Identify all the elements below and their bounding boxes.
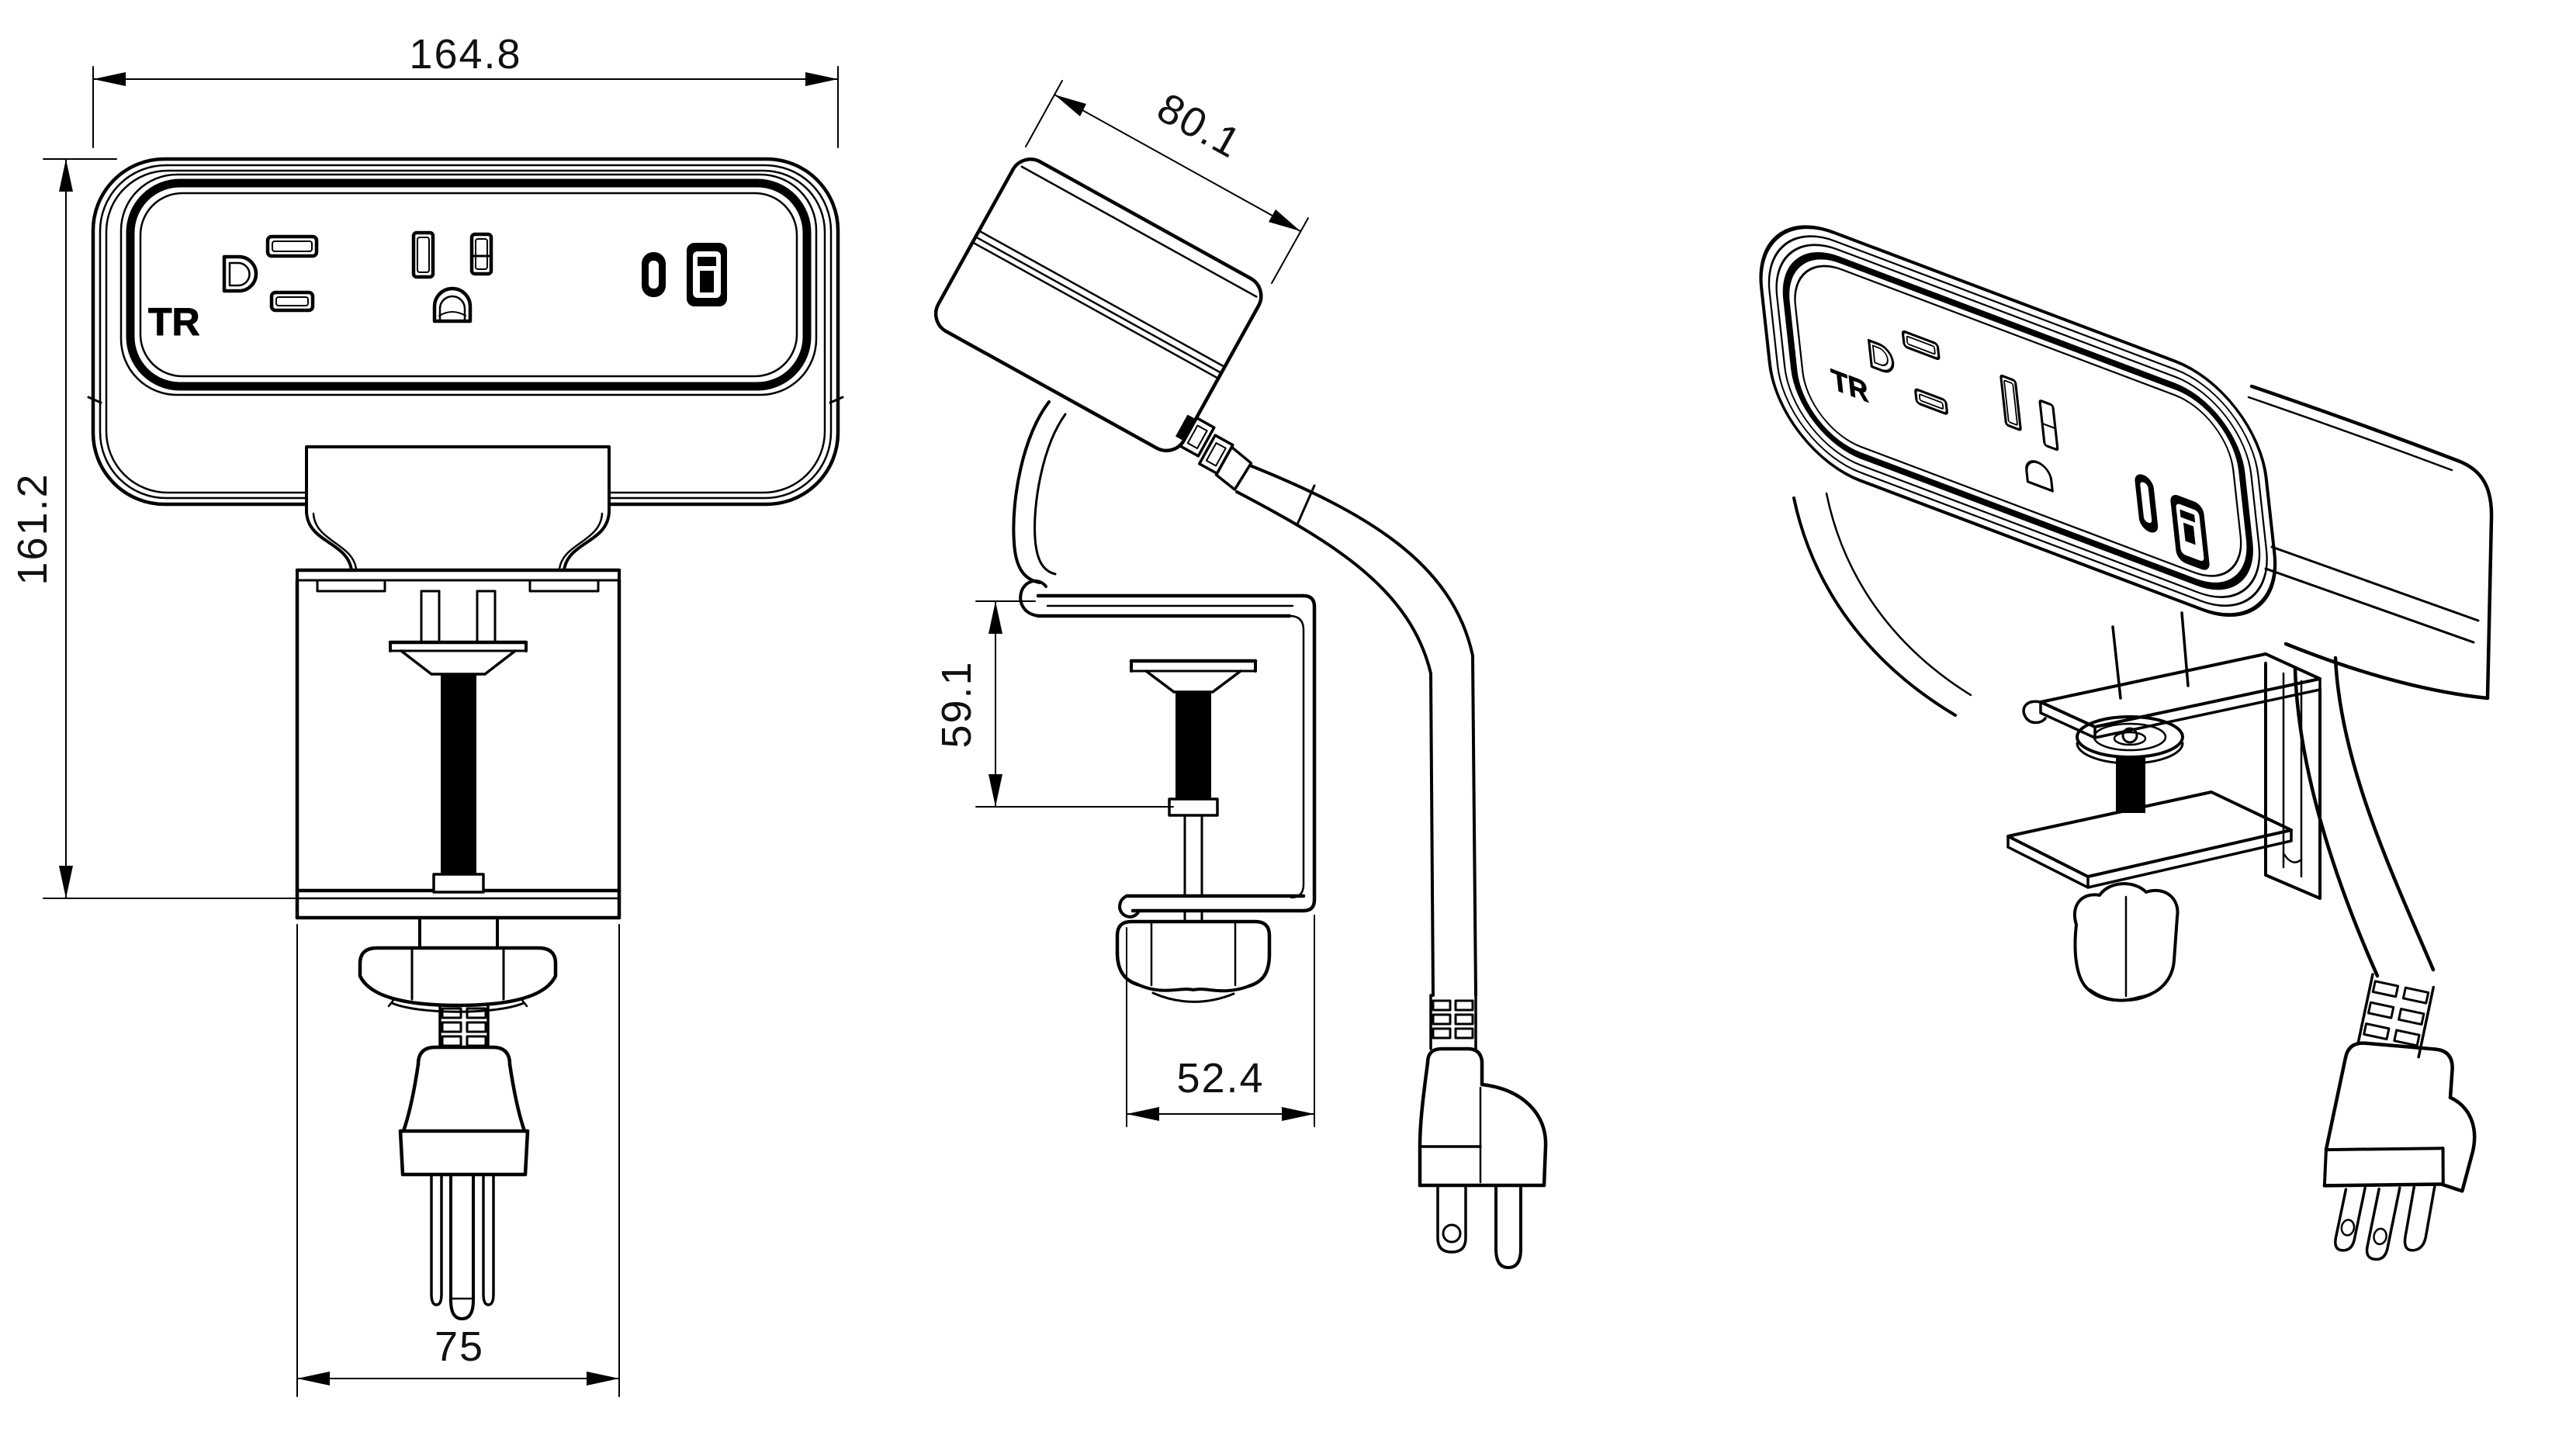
front-usb-a-port bbox=[687, 243, 727, 306]
iso-ac-outlet-center bbox=[2000, 374, 2059, 493]
plug-blade-icon bbox=[2365, 1186, 2401, 1261]
plug-ground-pin-icon bbox=[449, 1173, 475, 1320]
dim-label-side-clamp-opening: 59.1 bbox=[933, 660, 980, 748]
dim-arrow-icon bbox=[1127, 1107, 1159, 1121]
plug-ground-pin-icon bbox=[1494, 1184, 1522, 1269]
side-view: 80.1 59.1 52.4 bbox=[933, 80, 1548, 1269]
iso-faceplate: TR bbox=[1759, 225, 2277, 617]
dim-label-front-height: 161.2 bbox=[9, 472, 56, 585]
dim-arrow-icon bbox=[1269, 209, 1300, 231]
iso-clamp-screw bbox=[2076, 715, 2184, 813]
dim-side-depth: 80.1 bbox=[1025, 80, 1309, 284]
plug-ground-pin-icon bbox=[2403, 1185, 2436, 1252]
tr-marking-iso: TR bbox=[1830, 363, 1870, 410]
dim-front-width: 164.8 bbox=[92, 31, 839, 148]
plug-blade-icon bbox=[2334, 1186, 2367, 1252]
dim-arrow-icon bbox=[1054, 95, 1086, 116]
plug-blade-icon bbox=[482, 1173, 495, 1306]
parting-line bbox=[973, 230, 1224, 379]
side-power-cable bbox=[1235, 464, 1477, 997]
outlet-slot-icon bbox=[469, 232, 493, 276]
front-usb-c-port bbox=[642, 252, 666, 297]
dim-side-clamp-opening: 59.1 bbox=[933, 600, 1174, 808]
threaded-rod bbox=[1175, 692, 1211, 799]
iso-ac-outlet-left bbox=[1867, 330, 1948, 415]
outlet-slot-icon bbox=[265, 234, 319, 258]
tr-marking-front: TR bbox=[148, 300, 200, 344]
dim-arrow-icon bbox=[805, 72, 838, 86]
dim-arrow-icon bbox=[93, 72, 126, 86]
iso-box-body bbox=[1792, 384, 2494, 717]
dim-arrow-icon bbox=[59, 159, 73, 192]
ground-hole-icon bbox=[2025, 460, 2054, 493]
front-ac-outlet-left bbox=[222, 234, 319, 313]
iso-power-plug bbox=[2322, 1041, 2477, 1261]
dim-label-front-width: 164.8 bbox=[409, 31, 521, 78]
outlet-slot-icon bbox=[411, 230, 435, 279]
iso-usb-a-port bbox=[2170, 494, 2210, 570]
dim-side-clamp-depth: 52.4 bbox=[1126, 915, 1315, 1127]
front-view: TR bbox=[9, 31, 844, 1397]
side-clamp bbox=[1019, 579, 1317, 918]
ground-hole-icon bbox=[222, 254, 258, 293]
isometric-view: TR bbox=[1759, 225, 2494, 1261]
iso-clamp bbox=[2006, 652, 2322, 900]
threaded-rod bbox=[441, 674, 476, 874]
dim-arrow-icon bbox=[587, 1372, 619, 1385]
ground-hole-icon bbox=[1867, 338, 1895, 373]
dim-front-height: 161.2 bbox=[9, 158, 305, 899]
threaded-rod bbox=[2116, 757, 2145, 813]
dim-arrow-icon bbox=[1282, 1107, 1314, 1121]
front-clamp-knob bbox=[358, 916, 558, 1013]
ground-hole-icon bbox=[432, 286, 473, 323]
plug-blade-icon bbox=[1436, 1184, 1467, 1254]
outlet-slot-icon bbox=[269, 290, 315, 313]
front-clamp bbox=[295, 568, 621, 920]
side-clamp-knob bbox=[1115, 919, 1272, 1003]
dim-front-clamp-width: 75 bbox=[296, 924, 620, 1397]
dim-arrow-icon bbox=[59, 866, 73, 898]
iso-usb-c-port bbox=[2135, 474, 2159, 533]
dim-arrow-icon bbox=[989, 601, 1002, 634]
plug-blade-icon bbox=[430, 1173, 443, 1306]
iso-power-cable bbox=[2293, 656, 2436, 978]
iso-clamp-knob bbox=[2073, 882, 2180, 1002]
dim-label-side-clamp-depth: 52.4 bbox=[1176, 1055, 1264, 1102]
front-ac-outlet-center bbox=[411, 230, 493, 323]
front-faceplate bbox=[126, 178, 812, 391]
side-mount-bracket bbox=[1012, 400, 1067, 584]
front-mount-neck bbox=[305, 445, 611, 572]
front-clamp-screw bbox=[388, 590, 528, 894]
dim-arrow-icon bbox=[297, 1372, 330, 1385]
side-power-plug bbox=[1418, 994, 1548, 1269]
front-power-plug bbox=[398, 1004, 530, 1320]
side-clamp-screw bbox=[1129, 659, 1258, 923]
dim-arrow-icon bbox=[989, 774, 1002, 807]
side-outlet-box bbox=[933, 157, 1263, 491]
parting-line bbox=[2264, 545, 2480, 644]
dim-label-front-clamp-width: 75 bbox=[435, 1323, 484, 1370]
iso-strain-relief bbox=[2356, 973, 2436, 1059]
